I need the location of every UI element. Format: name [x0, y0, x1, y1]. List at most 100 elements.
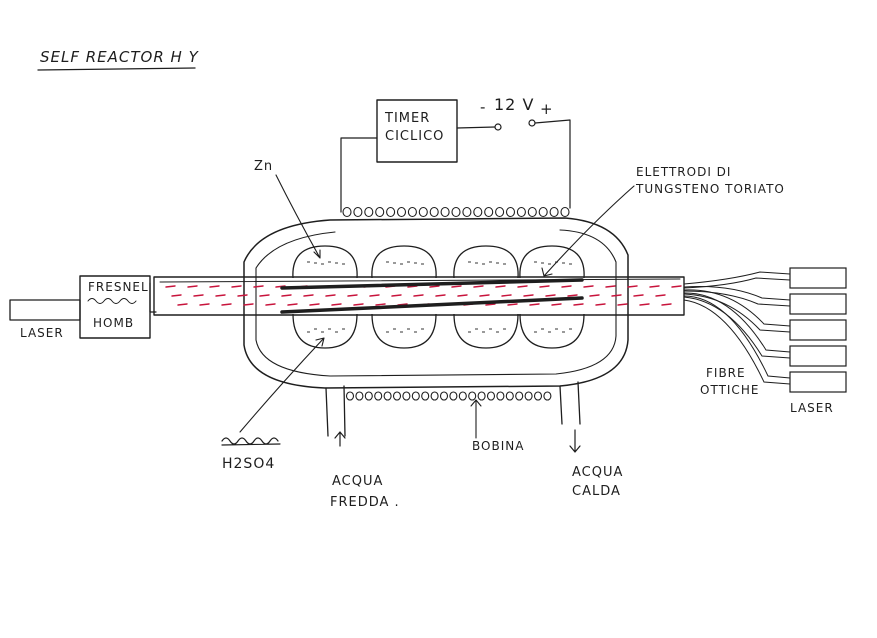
right-laser-box: [789, 319, 847, 341]
title: SELF REACTOR H Y: [40, 48, 200, 66]
bulb-upper: [519, 245, 585, 279]
electrode-lower: [280, 296, 584, 314]
beam-dash: [529, 303, 540, 306]
beam-dash: [187, 285, 198, 288]
fiber-strand: [683, 286, 791, 301]
beam-dash: [627, 285, 638, 288]
coil-turn: [451, 206, 461, 218]
coil-turn: [495, 206, 505, 218]
top-coil: [342, 206, 570, 218]
beam-dash: [429, 285, 440, 288]
beam-dash: [661, 303, 672, 306]
coil-turn: [449, 391, 458, 401]
cold-water-arrow: [334, 431, 346, 447]
electrodes-label-line2: TUNGSTENO TORIATO: [635, 182, 785, 196]
coil-turn: [543, 391, 552, 401]
coil-turn: [375, 206, 385, 218]
coil-turn: [439, 391, 449, 401]
beam-dash: [259, 294, 270, 297]
beam-dash: [539, 285, 550, 288]
fiber-strand: [683, 293, 791, 333]
zn-label: Zn: [254, 159, 273, 174]
beam-dash: [617, 303, 628, 306]
coil-turn: [440, 206, 450, 218]
beam-dash: [347, 294, 358, 297]
beam-dash: [551, 303, 562, 306]
coil-turn: [486, 391, 496, 401]
bulb-lower: [371, 313, 437, 349]
left-laser-label: LASER: [20, 326, 64, 340]
cold-water-label-line2: FREDDA .: [330, 495, 400, 510]
beam-dash: [331, 303, 342, 306]
coil-turn: [355, 391, 364, 401]
hot-water-label-line1: ACQUA: [572, 465, 623, 480]
fresnel-label-line1: FRESNEL: [88, 280, 149, 294]
fibers-label-line2: OTTICHE: [700, 383, 759, 397]
hot-water-pipe: [559, 381, 581, 425]
beam-dash: [325, 294, 336, 297]
acid-arrow: [239, 337, 325, 433]
beam-dash: [177, 303, 188, 306]
right-laser-box: [789, 267, 847, 289]
coil-turn: [396, 206, 407, 218]
hot-water-arrow: [569, 429, 581, 453]
electrodes-label-line1: ELETTRODI DI: [636, 165, 731, 179]
beam-dash: [215, 294, 226, 297]
fiber-strand: [683, 289, 791, 327]
fibers-label-line1: FIBRE: [706, 366, 746, 380]
beam-dash: [369, 294, 380, 297]
beam-dash: [287, 303, 298, 306]
beam-dash: [655, 294, 666, 297]
reactor-vessel: [243, 217, 629, 389]
fiber-strand: [683, 277, 791, 289]
coil-turn: [538, 206, 548, 218]
beam-dash: [391, 294, 402, 297]
beam-dash: [573, 303, 584, 306]
beam-dash: [507, 303, 518, 306]
zn-arrow: [275, 174, 321, 259]
bulb-upper: [292, 245, 358, 279]
beam-dash: [561, 285, 572, 288]
beam-dash: [473, 285, 484, 288]
coil-turn: [430, 391, 439, 401]
coil-turn: [477, 391, 486, 401]
beam-dash: [479, 294, 490, 297]
coil-turn: [429, 206, 439, 218]
beam-dash: [171, 294, 182, 297]
beam-dash: [595, 303, 606, 306]
coil-label: BOBINA: [472, 439, 524, 453]
beam-dash: [221, 303, 232, 306]
beam-dash: [165, 285, 176, 288]
bulb-lower: [453, 313, 519, 349]
coil-turn: [515, 391, 524, 401]
beam-dash: [457, 294, 468, 297]
electrode-upper: [280, 278, 584, 290]
electrolyte-bulbs: [292, 245, 585, 349]
beam-dash: [649, 285, 660, 288]
right-laser-box: [789, 345, 847, 367]
fresnel-label-line2: HOMB: [93, 316, 134, 330]
coil-turn: [364, 391, 373, 401]
tube-inner-line: [159, 278, 681, 283]
electrodes-arrow: [541, 185, 635, 277]
reactor-vessel-inner: [255, 229, 617, 377]
wire-timer-to-terminal: [456, 126, 496, 129]
coil-turn: [342, 206, 352, 218]
beam-dash: [199, 303, 210, 306]
voltage-minus: -: [480, 98, 486, 116]
beam-dash: [451, 285, 462, 288]
beam-dash: [243, 303, 254, 306]
hot-water-label-line2: CALDA: [572, 484, 621, 499]
beam-dash: [495, 285, 506, 288]
coil-turn: [473, 206, 483, 218]
beam-dash: [485, 303, 496, 306]
coil-turn: [386, 206, 396, 218]
fiber-strand: [683, 295, 791, 379]
bulb-upper: [371, 245, 437, 279]
tube-left-cap: [149, 282, 157, 313]
beam-dash: [231, 285, 242, 288]
fresnel-box: [79, 275, 151, 339]
right-laser-label: LASER: [790, 401, 834, 415]
coil-turn: [374, 391, 383, 401]
beam-dash: [633, 294, 644, 297]
